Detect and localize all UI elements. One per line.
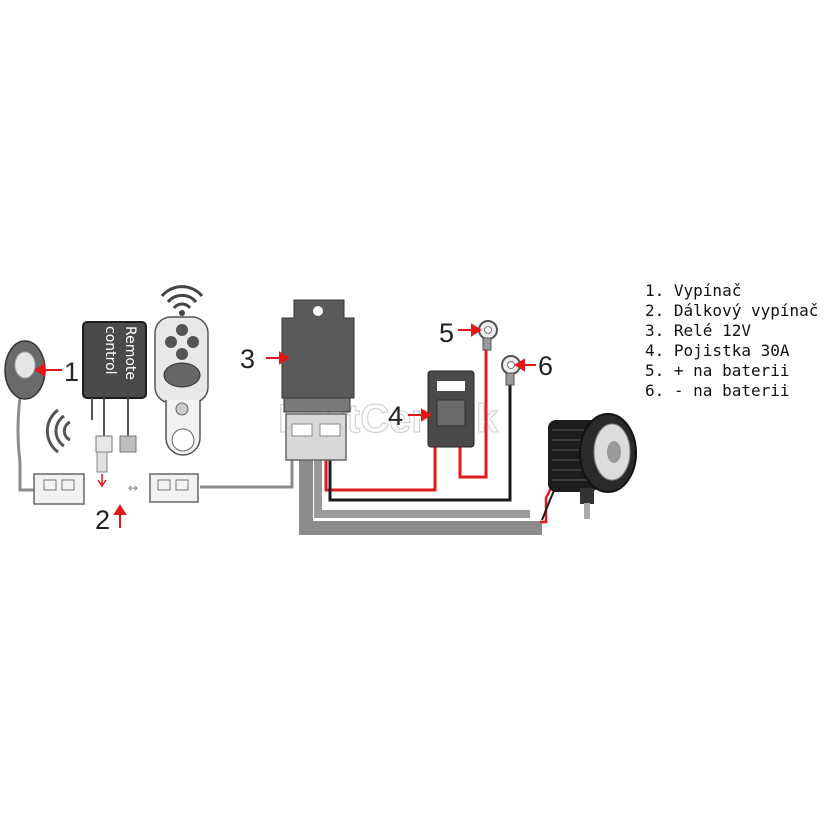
relay-pin-slot (319, 423, 341, 437)
module-terminal (95, 435, 113, 453)
lamp-red-lead (540, 485, 554, 524)
module-label-line2: control (102, 326, 118, 375)
double-arrow-icon: ↔ (128, 481, 138, 495)
connector-pin (61, 479, 75, 491)
wires (16, 345, 557, 535)
remote-module: Remote control ↔ (45, 321, 199, 503)
harness-branch (314, 458, 530, 518)
remote-connector (149, 473, 199, 503)
ring-crimp (482, 337, 492, 351)
fob-clip (175, 402, 189, 416)
fuse-component (427, 370, 475, 448)
lamp-led (607, 441, 621, 463)
red-wire-relay-fuse (324, 446, 437, 492)
switch-cable (16, 397, 34, 492)
arrow-6-head (514, 358, 525, 372)
wireless-signal-icon (45, 408, 71, 454)
callout-6: 6 (538, 351, 553, 381)
black-wire-battery (328, 380, 512, 502)
ring-hole (507, 361, 515, 369)
relay-mount-hole (313, 306, 323, 316)
legend-item: 2. Dálkový vypínač (645, 301, 819, 320)
arrow-3-head (279, 351, 290, 365)
remote-module-box (82, 321, 147, 399)
fob-button-on (165, 336, 177, 348)
key-fob (154, 285, 209, 456)
arrow-1-head (34, 363, 45, 377)
callout-5: 5 (439, 318, 454, 348)
main-harness (299, 458, 542, 535)
module-label-line1: Remote (122, 326, 138, 380)
lamp-bracket (580, 488, 594, 504)
relay-base (283, 397, 351, 413)
relay-body (281, 299, 355, 399)
battery-plus-terminal (478, 320, 498, 351)
ring-crimp (505, 372, 515, 386)
fob-button (176, 324, 188, 336)
relay-socket (285, 413, 347, 461)
legend-item: 6. - na baterii (645, 381, 790, 400)
relay-pin-slot (291, 423, 313, 437)
legend-item: 1. Vypínač (645, 281, 742, 300)
pointer-arrows (34, 323, 536, 528)
legend-item: 5. + na baterii (645, 361, 790, 380)
switch-component (4, 340, 85, 505)
ring-hole (484, 326, 492, 334)
module-terminal (119, 435, 137, 453)
fob-button-off (187, 336, 199, 348)
fob-logo (163, 362, 201, 388)
callout-2: 2 (95, 505, 110, 535)
connector-pin (175, 479, 189, 491)
switch-connector (33, 473, 85, 505)
relay-component (281, 299, 355, 461)
module-terminal-stem (96, 451, 108, 473)
arrow-4-head (421, 408, 432, 422)
fuse-slot (436, 399, 466, 427)
connector-pin (157, 479, 171, 491)
connector-pin (43, 479, 57, 491)
arrow-2-head (113, 504, 127, 515)
legend-item: 4. Pojistka 30A (645, 341, 790, 360)
battery-minus-terminal (501, 355, 521, 386)
lamp-bolt (584, 503, 590, 519)
red-wire-fuse-battery (458, 345, 488, 479)
relay-to-remote-cable (200, 460, 294, 489)
legend-item: 3. Relé 12V (645, 321, 751, 340)
callout-4: 4 (388, 401, 403, 431)
legend-list: 1. Vypínač 2. Dálkový vypínač 3. Relé 12… (645, 281, 818, 401)
fob-button (176, 348, 188, 360)
arrow-5-head (471, 323, 482, 337)
fob-wifi-icon (160, 285, 204, 316)
switch-cap (14, 351, 36, 379)
callout-1: 1 (64, 357, 79, 387)
fuse-window (437, 381, 465, 391)
led-lamp (548, 413, 637, 519)
red-arrow-down-icon (97, 474, 107, 488)
callout-3: 3 (240, 344, 255, 374)
fob-ring-hole (171, 428, 195, 452)
